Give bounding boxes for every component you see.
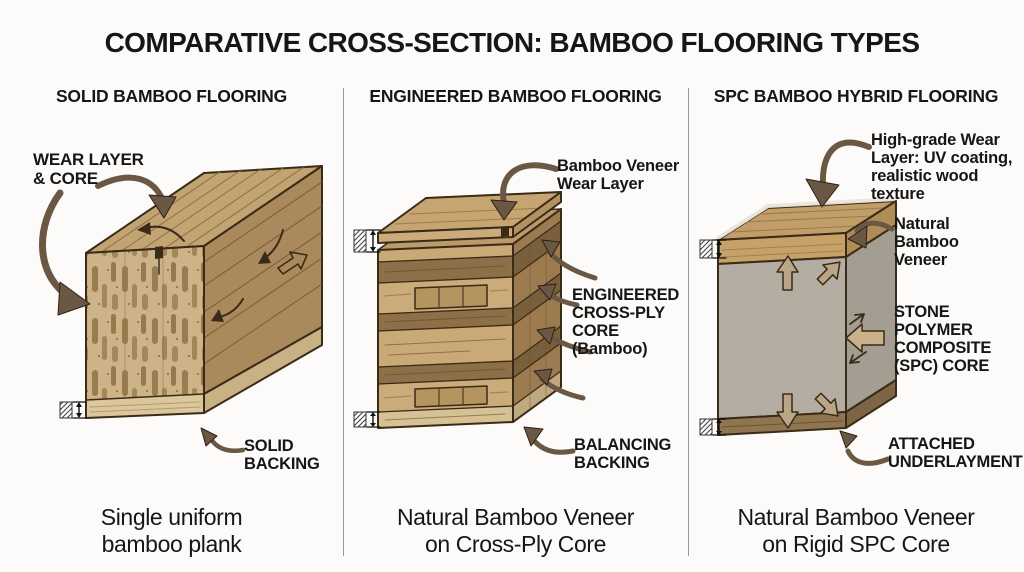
uv-wear-layer-edge — [716, 197, 898, 240]
panel-header-spc: SPC BAMBOO HYBRID FLOORING — [713, 86, 999, 106]
callout-arrow-icon — [541, 239, 598, 281]
label-bamboo-veneer-wear-layer: Bamboo Veneer Wear Layer — [557, 157, 680, 194]
panel-header-solid: SOLID BAMBOO FLOORING — [55, 86, 288, 106]
panel-divider — [688, 88, 689, 556]
spc-hybrid-illustration — [699, 139, 898, 466]
callout-arrow-icon — [839, 430, 891, 466]
callout-arrow-icon — [847, 220, 895, 249]
label-spc-core: STONE POLYMER COMPOSITE (SPC) CORE — [894, 303, 992, 376]
caption-solid: Single uniform bamboo plank — [100, 504, 243, 557]
callout-arrow-icon — [537, 283, 580, 308]
label-balancing-backing: BALANCING BACKING — [574, 436, 672, 473]
thickness-symbol-icon — [59, 401, 87, 419]
grain-direction-arrow-icon — [211, 298, 244, 322]
double-arrow-icon — [277, 251, 308, 275]
core-block-arrow-icon — [845, 313, 885, 364]
expansion-arrow-icon — [814, 392, 839, 417]
panel-divider — [343, 88, 344, 556]
callout-arrow-icon — [533, 368, 586, 401]
thickness-symbol-icon — [353, 229, 381, 253]
label-solid-backing: SOLID BACKING — [244, 437, 320, 474]
callout-arrow-icon — [523, 426, 576, 455]
label-wear-layer-core: WEAR LAYER & CORE — [33, 150, 144, 188]
thickness-symbol-icon — [699, 418, 727, 436]
callout-arrow-icon — [536, 326, 593, 355]
thickness-symbol-icon — [353, 411, 381, 428]
expansion-arrow-icon — [816, 261, 841, 286]
grain-direction-arrow-icon — [258, 229, 284, 264]
label-natural-bamboo-veneer: Natural Bamboo Veneer — [894, 215, 959, 270]
expansion-arrow-icon — [776, 393, 799, 429]
caption-engineered: Natural Bamboo Veneer on Cross-Ply Core — [396, 504, 635, 557]
cross-ply-inset — [414, 284, 488, 310]
solid-bamboo-illustration — [39, 165, 323, 453]
label-engineered-cross-ply-core: ENGINEERED CROSS-PLY CORE (Bamboo) — [572, 286, 680, 359]
label-high-grade-wear-layer: High-grade Wear Layer: UV coating, reali… — [871, 131, 1013, 204]
page-title: COMPARATIVE CROSS-SECTION: BAMBOO FLOORI… — [104, 27, 920, 58]
callout-arrow-icon — [490, 162, 559, 221]
panel-header-engineered: ENGINEERED BAMBOO FLOORING — [369, 86, 662, 106]
label-attached-underlayment: ATTACHED UNDERLAYMENT — [888, 435, 1023, 472]
cross-ply-inset — [414, 385, 488, 408]
engineered-bamboo-illustration — [353, 162, 598, 455]
callout-arrow-icon — [200, 427, 246, 453]
side-grain-lines — [203, 181, 323, 365]
expansion-arrow-icon — [776, 255, 799, 291]
callout-arrow-icon — [95, 174, 177, 219]
callout-arrow-icon — [39, 189, 91, 316]
grain-direction-arrow-icon — [137, 222, 185, 242]
caption-spc: Natural Bamboo Veneer on Rigid SPC Core — [737, 504, 975, 557]
thickness-symbol-icon — [699, 239, 727, 259]
callout-arrow-icon — [805, 139, 872, 208]
plank-notch — [155, 246, 163, 275]
